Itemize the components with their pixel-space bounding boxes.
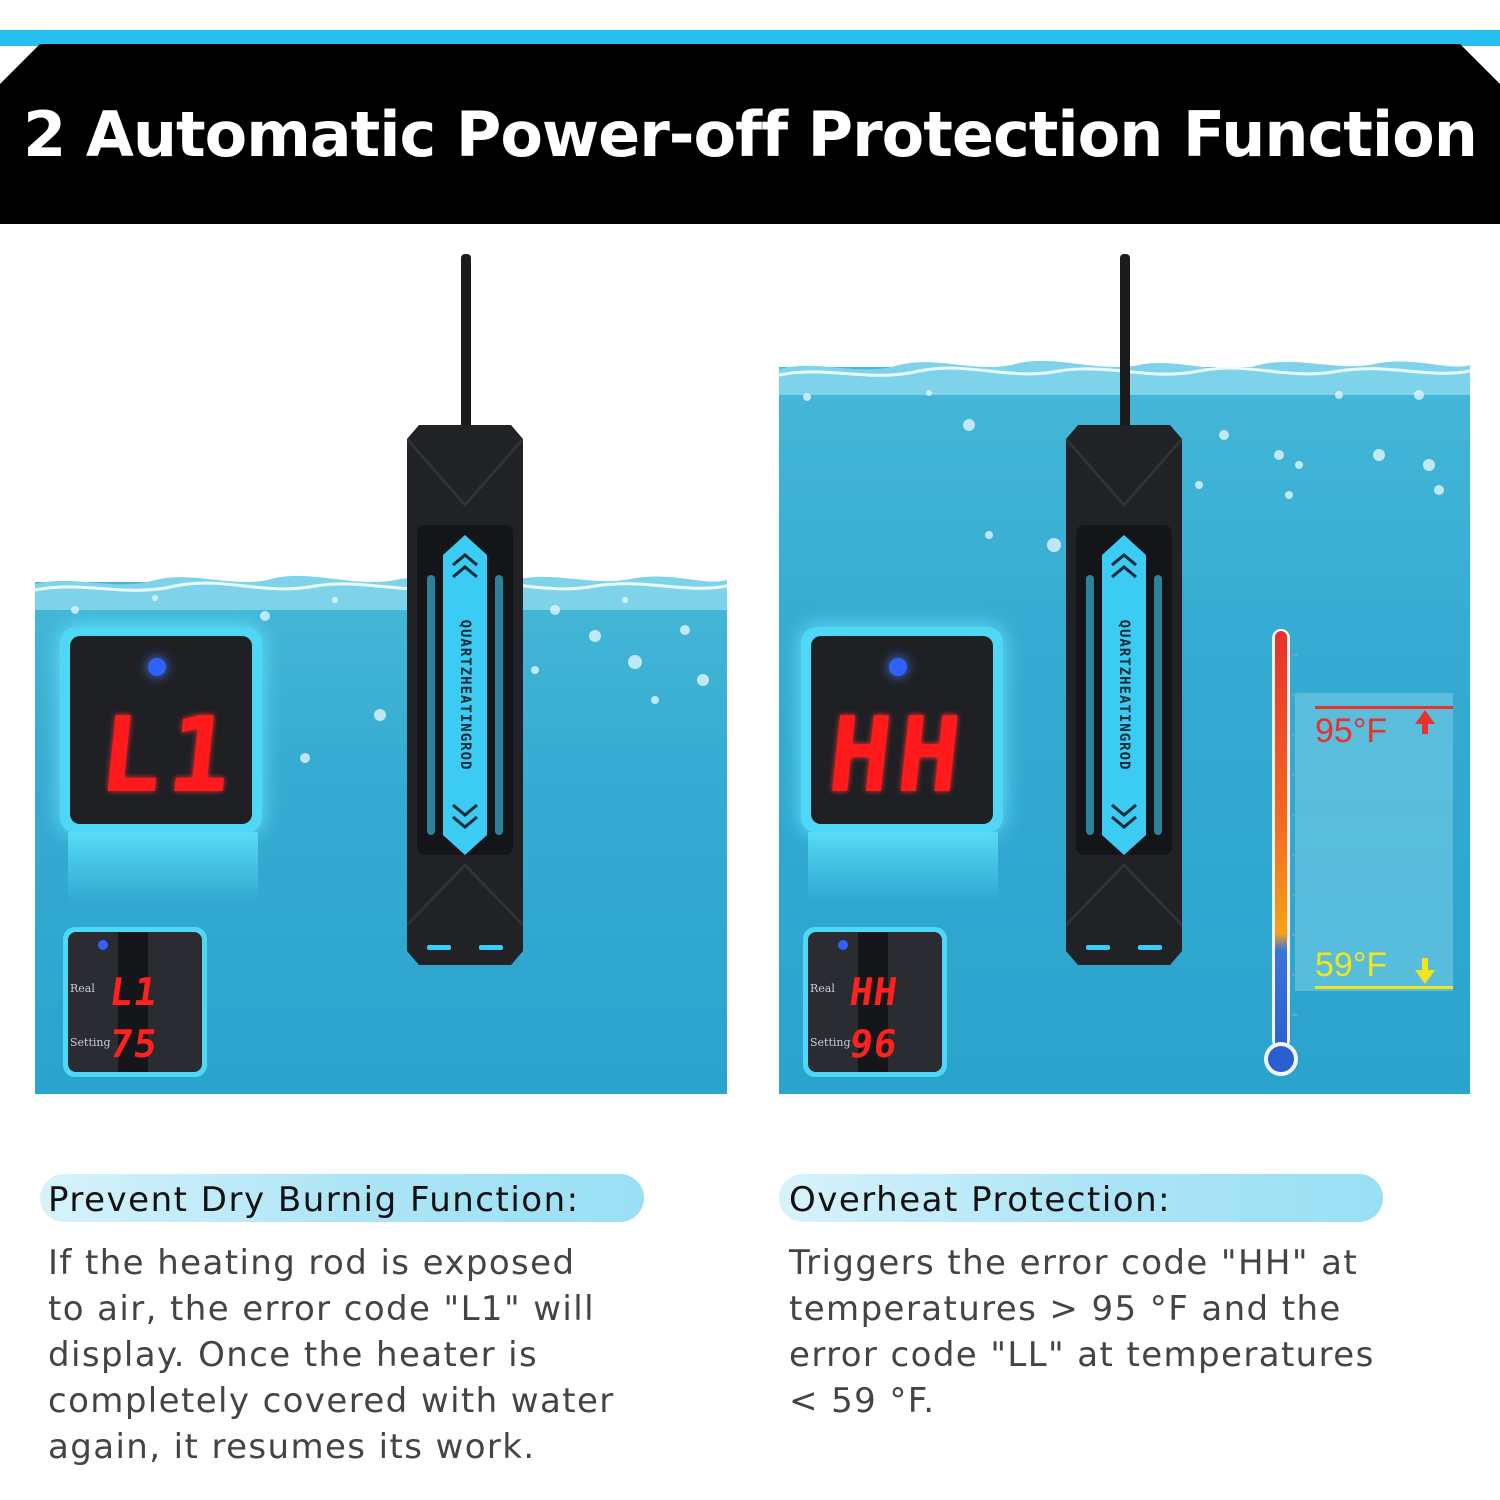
power-indicator-icon: [889, 658, 907, 676]
heater-label: QUARTZHEATINGROD: [457, 619, 473, 771]
feature-title-pill: [779, 1174, 1383, 1222]
feature-title-pill: [40, 1174, 644, 1222]
error-code-display: L1: [93, 694, 244, 816]
water-surface-wave: [35, 575, 727, 610]
upper-temp-label: 95°F: [1315, 712, 1388, 750]
display-glow-beam: [808, 832, 998, 902]
lower-temp-label: 59°F: [1315, 946, 1388, 984]
bubbles: [803, 390, 1444, 552]
real-value: L1: [106, 970, 161, 1014]
heater-display: HH: [811, 636, 993, 824]
feature-title: Overheat Protection:: [789, 1180, 1172, 1220]
upper-temp-line: [1315, 706, 1453, 709]
heater-rod: [407, 425, 523, 965]
setting-value: 96: [846, 1022, 901, 1066]
feature-description: If the heating rod is exposed to air, th…: [48, 1243, 615, 1467]
power-cord: [461, 254, 471, 434]
heater-display: L1: [70, 636, 252, 824]
bubbles: [71, 595, 709, 763]
error-code-display: HH: [822, 694, 973, 816]
setting-label: Setting: [810, 1036, 851, 1049]
setting-label: Setting: [70, 1036, 111, 1049]
power-indicator-icon: [98, 940, 108, 950]
power-cord: [1120, 254, 1130, 434]
feature-description: Triggers the error code "HH" at temperat…: [789, 1243, 1375, 1421]
mini-display: Real Setting L1 75: [68, 932, 202, 1072]
lower-temp-line: [1315, 986, 1453, 989]
real-label: Real: [810, 982, 835, 995]
power-indicator-icon: [838, 940, 848, 950]
page-title: 2 Automatic Power-off Protection Functio…: [23, 97, 1478, 171]
setting-value: 75: [106, 1022, 161, 1066]
real-label: Real: [70, 982, 95, 995]
power-indicator-icon: [148, 658, 166, 676]
real-value: HH: [846, 970, 901, 1014]
feature-title: Prevent Dry Burnig Function:: [48, 1180, 580, 1220]
heater-label: QUARTZHEATINGROD: [1116, 619, 1132, 771]
display-glow-beam: [68, 832, 258, 902]
header-accent-strip: [0, 30, 1500, 46]
thermometer-icon: [1264, 629, 1298, 1076]
header-bar: [0, 44, 1500, 224]
mini-display: Real Setting HH 96: [808, 932, 942, 1072]
range-arrow-icon: [1415, 710, 1435, 984]
heater-rod: [1066, 425, 1182, 965]
